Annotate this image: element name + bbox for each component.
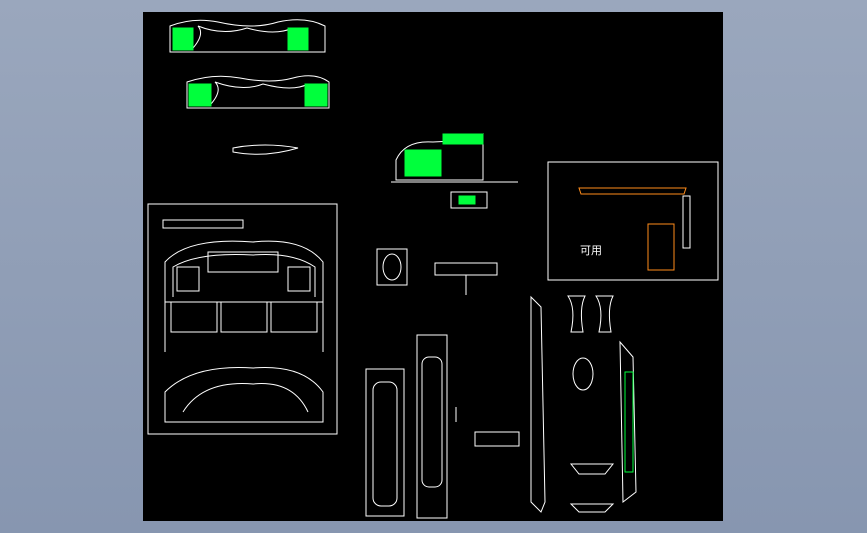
ornament-bar bbox=[232, 144, 299, 155]
bed-post-short bbox=[365, 368, 405, 517]
side-rail-left bbox=[530, 295, 546, 513]
drawing-canvas[interactable]: 可用 bbox=[143, 12, 723, 521]
side-profile-view bbox=[391, 133, 518, 209]
usable-label: 可用 bbox=[580, 244, 602, 257]
bed-elevation-panel bbox=[147, 203, 338, 435]
usable-parts-frame bbox=[547, 161, 719, 281]
side-rail-right bbox=[619, 340, 637, 504]
rail-detail bbox=[434, 262, 498, 276]
drawer-pull bbox=[474, 431, 520, 447]
bed-post-tall bbox=[416, 334, 457, 519]
cad-drawing: 可用 bbox=[147, 19, 719, 519]
headboard-view-2 bbox=[186, 75, 330, 109]
carved-panel-small bbox=[376, 248, 408, 286]
headboard-view-1 bbox=[169, 19, 326, 53]
